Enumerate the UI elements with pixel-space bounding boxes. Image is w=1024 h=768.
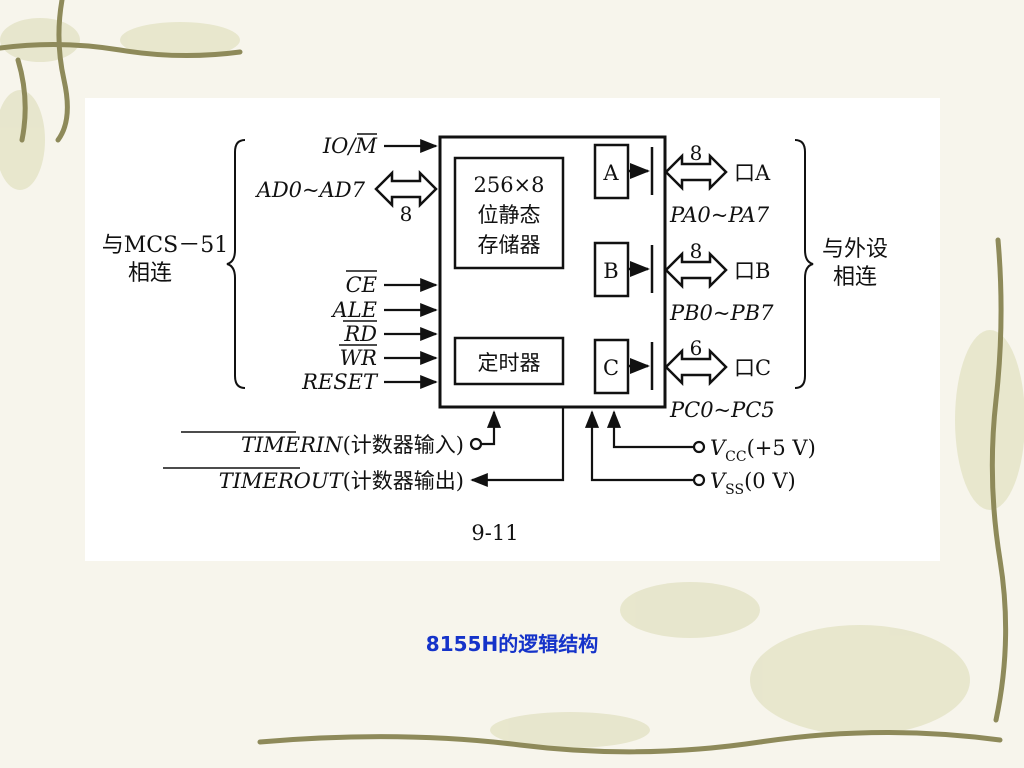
- figure-number: 9-11: [471, 521, 518, 545]
- ram-label-3: 存储器: [478, 233, 541, 257]
- right-group-label-2: 相连: [833, 265, 877, 290]
- ale-label: ALE: [331, 298, 377, 322]
- vcc-label: VCC(+5 V): [710, 436, 816, 465]
- right-group-label-1: 与外设: [822, 237, 888, 262]
- timerout-label: TIMEROUT(计数器输出): [219, 469, 464, 493]
- slide-caption: 8155H的逻辑结构: [425, 632, 599, 656]
- port-c-width: 6: [690, 336, 703, 360]
- pc-pins-label: PC0~PC5: [669, 398, 775, 422]
- port-b-label: 口B: [734, 259, 770, 283]
- io-m-label: IO/M: [322, 134, 378, 158]
- wr-label: WR: [340, 346, 378, 370]
- timer-block: [453, 336, 565, 386]
- port-c-label: 口C: [734, 356, 771, 380]
- left-group-label-1: 与MCS－51: [102, 233, 228, 258]
- pb-pins-label: PB0~PB7: [669, 301, 774, 325]
- left-signal-arrows: [384, 138, 438, 390]
- reset-label: RESET: [301, 370, 379, 394]
- chip-outline: [438, 135, 667, 409]
- ram-block: [453, 156, 565, 270]
- ad-label: AD0~AD7: [255, 178, 366, 202]
- left-brace: [226, 139, 246, 389]
- vss-label: VSS(0 V): [710, 469, 796, 498]
- vine-strands: [0, 0, 1009, 755]
- port-b-box-label: B: [603, 259, 618, 283]
- port-a-label: 口A: [734, 161, 771, 185]
- port-b-width: 8: [690, 239, 703, 263]
- port-bus-arrows: [664, 152, 728, 387]
- left-group-label-2: 相连: [128, 261, 172, 286]
- port-latches: [628, 147, 654, 390]
- port-a-box-label: A: [602, 161, 619, 185]
- right-brace: [794, 139, 814, 389]
- port-c-box-label: C: [603, 356, 619, 380]
- ad-width: 8: [400, 202, 413, 226]
- ram-label-1: 256×8: [473, 173, 544, 197]
- rd-label: RD: [343, 322, 377, 346]
- diagram-panel: [85, 98, 940, 561]
- pa-pins-label: PA0~PA7: [669, 203, 770, 227]
- timer-label: 定时器: [478, 351, 541, 375]
- ram-label-2: 位静态: [478, 203, 541, 227]
- port-a-width: 8: [690, 141, 703, 165]
- ce-label: CE: [346, 273, 377, 297]
- bottom-wires: [469, 407, 706, 488]
- timerin-label: TIMERIN(计数器输入): [241, 433, 464, 457]
- ad-bus-arrow: [374, 169, 438, 209]
- leaf-blobs: [0, 18, 1024, 748]
